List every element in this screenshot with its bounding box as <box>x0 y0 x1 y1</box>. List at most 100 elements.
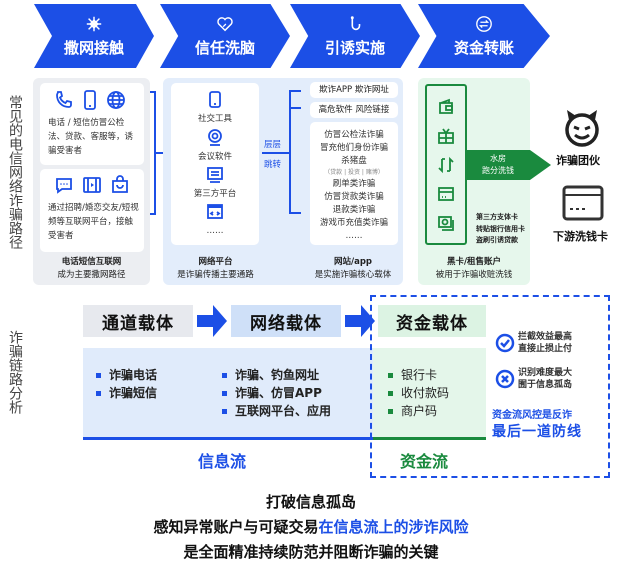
conclusion-line-3: 是全面精准持续防范并阻断诈骗的关键 <box>183 543 439 561</box>
scam-item: 退款类诈骗 <box>332 205 376 215</box>
wallet-icon <box>439 98 453 114</box>
scam-item: 游戏币充值类诈骗 <box>319 218 388 228</box>
conclusion-line-2: 感知异常账户与可疑交易在信息流上的涉诈风险 <box>0 515 622 540</box>
contact-caption: 电话短信互联网 成为主要撒网路径 <box>33 256 150 282</box>
scam-item: 杀猪盘 <box>341 156 367 166</box>
contact-card-internet: 通过招聘/婚恋交友/短视频等互联网平台，接触受害者 <box>40 169 144 252</box>
fund-list: 银行卡 收付款码 商户码 <box>388 366 449 420</box>
defense-line-1: 资金流风控是反诈 <box>492 410 572 421</box>
scam-item: 冒充他们身份诈骗 <box>319 143 388 153</box>
channel-item: 诈骗短信 <box>96 384 157 402</box>
arrow-right-icon <box>345 305 375 337</box>
network-item: 会议软件 <box>171 129 259 164</box>
scam-item: 仿冒公检法诈骗 <box>324 130 384 140</box>
site-box-risky-text: 高危软件 风险链接 <box>318 105 390 115</box>
network-list-item: 诈骗、钓鱼网址 <box>222 366 331 384</box>
bracket-left <box>150 91 156 215</box>
stage-label: 信任洗脑 <box>194 38 255 57</box>
gift-icon <box>438 127 454 144</box>
check-circle-icon <box>495 333 515 353</box>
x-circle-icon <box>495 369 515 389</box>
scam-item: 仿冒贷款类诈骗 <box>324 192 384 202</box>
contact-card-phone: 电话 / 短信仿冒公检法、贷款、客服等，诱骗受害者 <box>40 83 144 165</box>
laundering-arrow-line1: 水房 <box>490 154 506 163</box>
scam-subtypes: （贷款 | 投资 | 赌博） <box>324 169 384 176</box>
fund-list-item-text: 商户码 <box>401 404 438 418</box>
mobile-icon <box>209 91 221 108</box>
bracket-left-stem <box>156 152 164 154</box>
network-item-label: 第三方平台 <box>193 189 237 199</box>
network-item: 第三方平台 <box>171 167 259 201</box>
con-line-2: 囿于信息孤岛 <box>518 380 573 390</box>
defense-line-2: 最后一道防线 <box>492 424 582 440</box>
pro-line-2: 直接止损止付 <box>518 344 573 354</box>
stage-label: 撒网接触 <box>63 38 124 57</box>
phone-icon <box>56 91 72 108</box>
laundering-arrow: 水房 跑分洗钱 <box>467 150 551 180</box>
network-item-label: 社交工具 <box>197 114 232 124</box>
fund-caption: 黑卡/租售账户 被用于诈骗收赃洗钱 <box>418 256 530 282</box>
network-list: 诈骗、钓鱼网址 诈骗、仿冒APP 互联网平台、应用 <box>222 366 331 420</box>
chat-icon <box>56 178 72 194</box>
con-line-1: 识别难度最大 <box>518 368 573 378</box>
stage-label: 引诱实施 <box>324 38 385 57</box>
scam-item: 刷单类诈骗 <box>332 179 376 189</box>
con-text: 识别难度最大 囿于信息孤岛 <box>518 367 572 391</box>
monitor-icon <box>207 167 223 183</box>
contact-caption-title: 电话短信互联网 <box>61 257 122 267</box>
stage-chevron-1: 撒网接触 <box>34 4 154 68</box>
jump-label-2: 跳转 <box>264 160 282 170</box>
network-caption-title: 网络平台 <box>198 257 233 267</box>
code-window-icon <box>207 204 223 219</box>
fund-note: 第三方支体卡 <box>476 213 518 221</box>
site-box-apps: 欺诈APP 欺诈网址 <box>310 82 398 98</box>
pro-line-1: 拦截效益最高 <box>518 332 573 342</box>
network-caption-text: 是诈骗传播主要通路 <box>177 270 254 280</box>
site-box-apps-text: 欺诈APP 欺诈网址 <box>319 85 389 95</box>
network-list-item: 诈骗、仿冒APP <box>222 384 331 402</box>
hook-icon <box>350 15 361 30</box>
contact-card-phone-text: 电话 / 短信仿冒公检法、贷款、客服等，诱骗受害者 <box>48 118 134 156</box>
info-flow-body <box>83 348 373 440</box>
site-box-risky: 高危软件 风险链接 <box>310 102 398 118</box>
network-item: …… <box>171 204 259 238</box>
fund-list-item: 商户码 <box>388 402 449 420</box>
downstream-card-label: 下游洗钱卡 <box>553 230 608 243</box>
fund-note: 盗刷引诱贷款 <box>476 236 518 244</box>
scam-item: …… <box>345 231 363 241</box>
arrow-right-icon <box>197 305 227 337</box>
channel-list: 诈骗电话 诈骗短信 <box>96 366 157 402</box>
snowflake-net-icon <box>86 16 102 31</box>
channel-item-text: 诈骗电话 <box>109 368 158 382</box>
devil-face-icon <box>565 110 599 147</box>
webcam-icon <box>208 129 222 146</box>
fund-notes: 第三方支体卡 转贴银行信用卡 盗刷引诱贷款 <box>476 212 525 247</box>
site-caption-title: 网站/app <box>333 257 372 267</box>
network-item-label: 会议软件 <box>197 152 232 162</box>
side-label-analysis: 诈骗链路分析 <box>7 330 23 414</box>
jump-connector <box>262 152 290 154</box>
network-list-item-text: 诈骗、钓鱼网址 <box>235 368 320 382</box>
fund-panel <box>418 78 530 285</box>
conclusion-line-1: 打破信息孤岛 <box>265 493 356 511</box>
header-network: 网络载体 <box>231 305 341 337</box>
fund-list-item: 收付款码 <box>388 384 449 402</box>
fund-flow-dashed-frame <box>370 295 610 478</box>
fund-list-item: 银行卡 <box>388 366 449 384</box>
network-item: 社交工具 <box>171 91 259 126</box>
jump-label-1: 层层 <box>264 140 282 150</box>
transfer-icon <box>438 156 454 173</box>
video-icon <box>83 177 101 193</box>
stage-chevron-4: 资金转账 <box>418 4 550 68</box>
header-fund: 资金载体 <box>378 305 486 337</box>
site-scam-list: 仿冒公检法诈骗 冒充他们身份诈骗 杀猪盘 （贷款 | 投资 | 赌博） 刷单类诈… <box>310 122 398 245</box>
fund-list-item-text: 收付款码 <box>401 386 450 400</box>
bracket-right <box>289 90 301 214</box>
stage-chevron-3: 引诱实施 <box>290 4 420 68</box>
gang-label: 诈骗团伙 <box>556 154 600 167</box>
side-label-paths: 常见的电信网络诈骗路径 <box>7 95 23 249</box>
cash-icon <box>438 215 454 231</box>
bank-card-icon <box>562 185 604 221</box>
exchange-icon <box>476 15 492 32</box>
fund-icon-column <box>425 84 467 245</box>
